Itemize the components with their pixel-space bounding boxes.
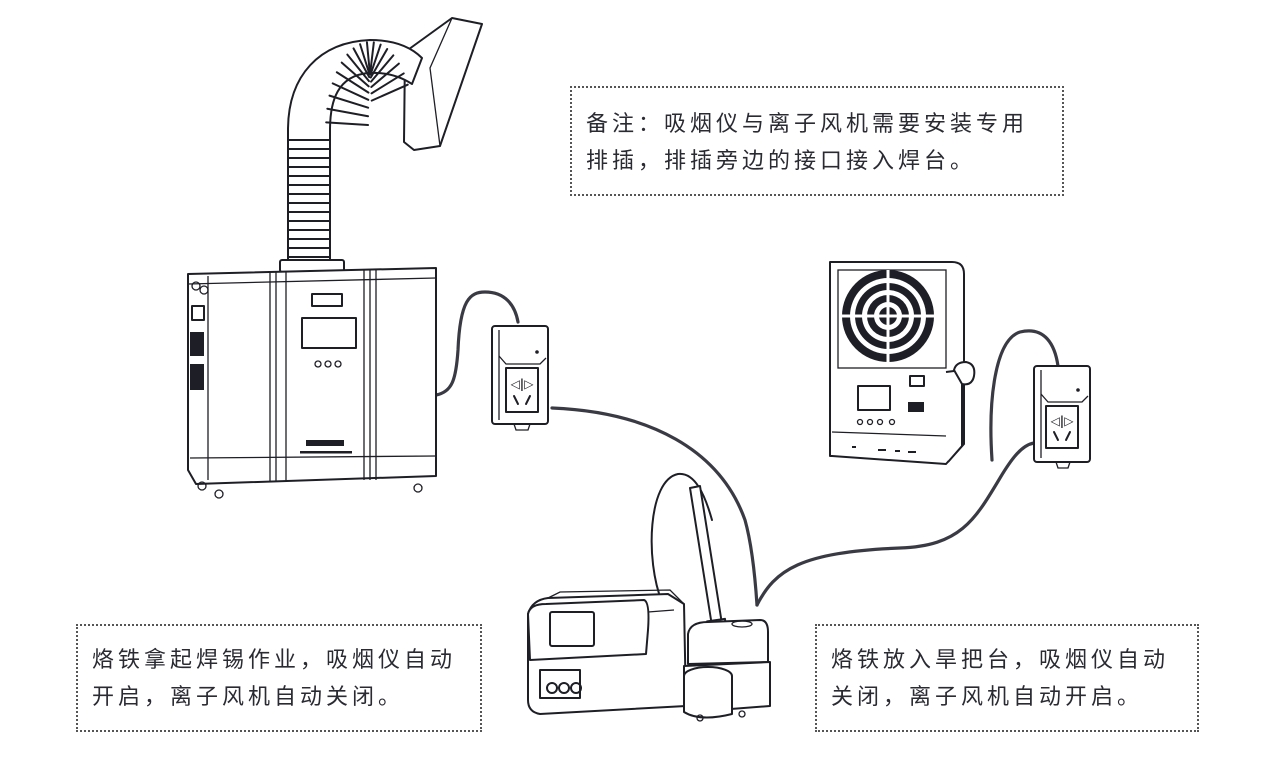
flexible-hose-icon bbox=[287, 39, 423, 266]
cable-fan-to-right-strip bbox=[989, 329, 1060, 462]
hose-ring bbox=[335, 71, 370, 94]
fume-extractor-cabinet bbox=[187, 267, 437, 485]
cable-fume-extractor-to-strip bbox=[434, 290, 520, 397]
hose-ring bbox=[325, 121, 370, 127]
note-line: 关闭，离子风机自动开启。 bbox=[831, 685, 1144, 710]
fume-extractor-nameplate bbox=[306, 440, 344, 446]
casters bbox=[197, 481, 423, 499]
hose-ring bbox=[359, 43, 371, 76]
fan-grille-icon bbox=[842, 270, 934, 362]
power-strip-right: ◁|▷ bbox=[1033, 365, 1091, 469]
note-iron-placed: 烙铁放入旱把台，吸烟仪自动 关闭，离子风机自动开启。 bbox=[815, 624, 1199, 732]
note-line: 烙铁放入旱把台，吸烟仪自动 bbox=[831, 648, 1170, 673]
svg-text:◁|▷: ◁|▷ bbox=[510, 377, 535, 391]
soldering-iron-icon bbox=[689, 485, 723, 627]
hose-ring bbox=[331, 82, 370, 101]
note-line: 备注：吸烟仪与离子风机需要安装专用 bbox=[586, 112, 1029, 137]
hose-ring bbox=[370, 72, 405, 95]
note-line: 开启，离子风机自动关闭。 bbox=[92, 685, 405, 710]
note-installation: 备注：吸烟仪与离子风机需要安装专用 排插，排插旁边的接口接入焊台。 bbox=[570, 86, 1064, 196]
ionizing-fan-display bbox=[857, 385, 891, 411]
hose-ring bbox=[369, 47, 389, 79]
note-line: 烙铁拿起焊锡作业，吸烟仪自动 bbox=[92, 648, 457, 673]
hose-ring bbox=[365, 41, 371, 75]
power-socket-icon bbox=[505, 367, 539, 413]
hose-ring bbox=[370, 54, 395, 83]
power-strip-left: ◁|▷ bbox=[491, 325, 549, 431]
note-iron-lifted: 烙铁拿起焊锡作业，吸烟仪自动 开启，离子风机自动关闭。 bbox=[76, 624, 482, 732]
ionizing-fan-knobs bbox=[856, 418, 896, 426]
hose-ring bbox=[326, 107, 370, 118]
fume-extractor bbox=[187, 17, 483, 499]
soldering-station bbox=[527, 472, 713, 715]
fume-extractor-logo-plate bbox=[311, 293, 343, 307]
fume-extractor-display bbox=[301, 317, 357, 349]
hose-ring bbox=[370, 83, 409, 102]
hose-ring bbox=[340, 61, 370, 88]
note-line: 排插，排插旁边的接口接入焊台。 bbox=[586, 149, 977, 174]
hose-ring bbox=[346, 53, 370, 83]
hose-ring bbox=[369, 41, 375, 75]
stand-knob-icon bbox=[953, 361, 976, 386]
fume-extractor-knobs bbox=[314, 360, 342, 368]
hose-ring bbox=[352, 47, 371, 79]
soldering-iron-holder bbox=[683, 485, 771, 722]
hose-ring bbox=[370, 62, 400, 88]
soldering-station-screen bbox=[549, 611, 595, 647]
ionizing-fan bbox=[829, 261, 976, 465]
hose-ring bbox=[369, 43, 382, 76]
cables bbox=[434, 290, 1060, 607]
hose-ring bbox=[328, 94, 370, 109]
svg-text:◁|▷: ◁|▷ bbox=[1050, 414, 1075, 428]
cable-strip-to-holder bbox=[550, 406, 759, 607]
soldering-station-knobs bbox=[546, 682, 582, 694]
power-socket-icon bbox=[1045, 405, 1079, 449]
cable-holder-to-right-strip bbox=[755, 441, 1036, 607]
